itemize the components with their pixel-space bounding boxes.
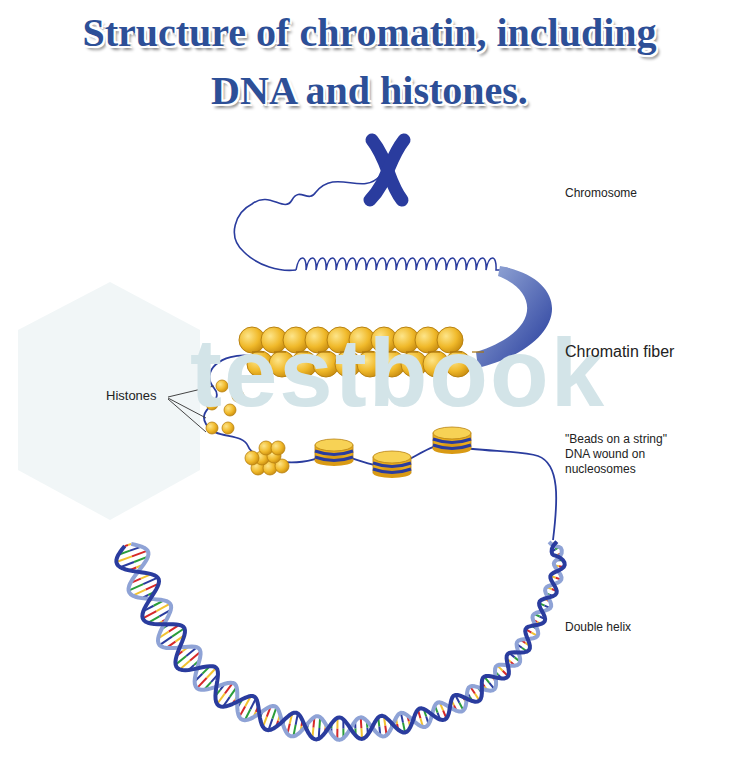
histone-octamer-sphere bbox=[245, 451, 259, 465]
chromosome-symbol bbox=[370, 140, 404, 200]
title: Structure of chromatin, including DNA an… bbox=[65, 4, 675, 120]
nucleosome-bottom bbox=[373, 468, 411, 478]
base-pair bbox=[125, 545, 128, 546]
histone-octamer-sphere bbox=[271, 441, 285, 455]
helix-strand bbox=[116, 542, 564, 740]
dna-wrap bbox=[315, 451, 353, 455]
part-label: "Beads on a string" DNA wound on nucleos… bbox=[565, 432, 693, 477]
nucleosome-top bbox=[315, 439, 353, 451]
dna-wrap bbox=[315, 457, 353, 461]
base-pair bbox=[128, 544, 131, 545]
dna-wrap bbox=[433, 439, 471, 443]
part-label: Chromatin fiber bbox=[565, 342, 674, 362]
double-helix bbox=[116, 542, 564, 740]
nucleosome-top bbox=[373, 451, 411, 463]
dna-wrap bbox=[373, 469, 411, 473]
nucleosome-bottom bbox=[315, 456, 353, 466]
part-label: Histones bbox=[106, 388, 157, 404]
base-pair bbox=[132, 551, 148, 557]
part-label: Double helix bbox=[565, 620, 631, 635]
base-pair bbox=[143, 578, 158, 584]
helix-strand bbox=[129, 542, 562, 740]
nucleosome-top bbox=[433, 427, 471, 439]
chromatin-thread bbox=[234, 176, 380, 270]
nucleosome-bottom bbox=[433, 444, 471, 454]
dna-wrap bbox=[433, 445, 471, 449]
base-pair bbox=[156, 604, 170, 611]
base-pair bbox=[197, 678, 207, 688]
watermark: testbook bbox=[190, 318, 606, 428]
coiled-thread bbox=[296, 258, 509, 270]
part-label: Chromosome bbox=[565, 186, 637, 201]
dna-wrap bbox=[373, 463, 411, 467]
base-pair bbox=[160, 637, 172, 645]
